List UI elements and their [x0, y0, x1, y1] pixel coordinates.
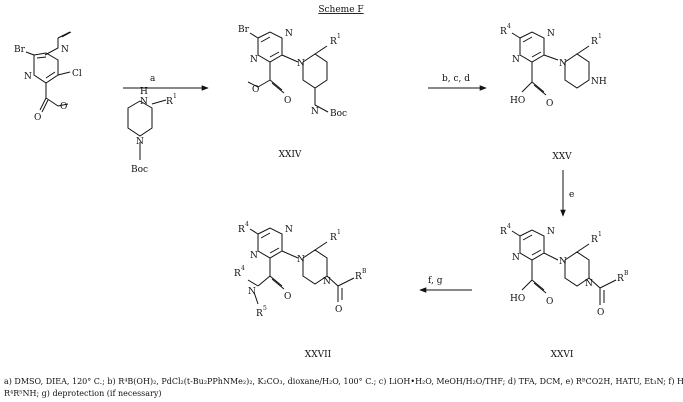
atom-br: Br [238, 25, 250, 35]
atom-n: N [297, 255, 305, 265]
atom-r: R [355, 272, 362, 282]
atom-r: R [591, 235, 598, 245]
atom-n: N [24, 72, 32, 82]
atom-n: N [136, 137, 144, 147]
atom-o: O [546, 297, 553, 307]
atom-rb-superscript: B [362, 268, 367, 275]
arrow-label-bcd: b, c, d [442, 74, 470, 84]
atom-o: O [546, 99, 553, 109]
atom-nh: NH [591, 77, 607, 87]
atom-n: N [585, 279, 593, 289]
atom-o: O [284, 292, 291, 302]
compound-label-xxiv: XXIV [279, 150, 302, 160]
atom-n: N [140, 97, 148, 107]
atom-r: R [617, 274, 624, 284]
atom-o: O [597, 308, 604, 318]
arrow-label-e: e [569, 190, 574, 200]
atom-r: R [166, 97, 173, 107]
atom-n: N [250, 251, 258, 261]
atom-n: N [559, 59, 567, 69]
atom-r: R [330, 233, 337, 243]
atom-r: R [238, 225, 245, 235]
footnote-line-1: a) DMSO, DIEA, 120° C.; b) R⁴B(OH)₂, PdC… [4, 377, 683, 386]
starting-pyrazine [25, 31, 72, 113]
atom-boc: Boc [330, 109, 347, 119]
atom-r1-superscript: 1 [337, 33, 341, 40]
atom-boc: Boc [131, 165, 148, 175]
atom-r1-superscript: 1 [337, 229, 341, 236]
atom-r: R [500, 227, 507, 237]
atom-n: N [285, 29, 293, 39]
atom-n: N [512, 253, 520, 263]
atom-o: O [34, 113, 41, 123]
atom-n: N [512, 55, 520, 65]
footnote-line-2: R⁴R⁵NH; g) deprotection (if necessary) [4, 389, 162, 398]
atom-rb-superscript: B [624, 270, 629, 277]
compound-label-xxvii: XXVII [305, 350, 332, 360]
atom-cl: Cl [72, 69, 82, 79]
atom-r: R [234, 269, 241, 279]
atom-r4-superscript: 4 [507, 223, 511, 230]
atom-r4-superscript: 4 [241, 265, 245, 272]
atom-br: Br [14, 45, 26, 55]
arrow-label-a: a [150, 74, 156, 84]
atom-o: O [252, 85, 259, 95]
atom-n: N [323, 277, 331, 287]
atom-o: O [60, 102, 67, 112]
atom-r4-superscript: 4 [507, 23, 511, 30]
atom-r5-superscript: 5 [263, 305, 267, 312]
atom-o: O [335, 305, 342, 315]
scheme-title: Scheme F [318, 5, 363, 15]
compound-label-xxvi: XXVI [551, 350, 574, 360]
atom-r1-superscript: 1 [173, 93, 177, 100]
atom-n: N [297, 59, 305, 69]
compound-label-xxv: XXV [552, 152, 572, 162]
atom-n: N [591, 77, 599, 87]
atom-n: N [248, 287, 256, 297]
atom-n: N [311, 107, 319, 117]
atom-h: H [140, 87, 148, 97]
atom-r: R [256, 309, 263, 319]
atom-r4-superscript: 4 [245, 221, 249, 228]
piperazine-reagent [127, 99, 167, 160]
atom-r: R [500, 27, 507, 37]
compound-xxvi-structure [511, 229, 617, 305]
atom-n: N [547, 29, 555, 39]
atom-n: N [250, 55, 258, 65]
atom-n: N [547, 227, 555, 237]
atom-r: R [330, 37, 337, 47]
arrow-label-fg: f, g [428, 276, 443, 286]
atom-o: O [284, 96, 291, 106]
atom-ho: HO [510, 96, 525, 106]
atom-n: N [61, 45, 69, 55]
atom-r: R [591, 37, 598, 47]
atom-h: H [599, 77, 607, 87]
compound-xxvii-structure [247, 227, 355, 305]
atom-n: N [559, 257, 567, 267]
compound-xxiv-structure [247, 31, 329, 113]
atom-r1-superscript: 1 [598, 231, 602, 238]
atom-n: N [285, 225, 293, 235]
atom-r1-superscript: 1 [598, 33, 602, 40]
compound-xxv-structure [511, 31, 590, 96]
atom-ho: HO [510, 294, 525, 304]
